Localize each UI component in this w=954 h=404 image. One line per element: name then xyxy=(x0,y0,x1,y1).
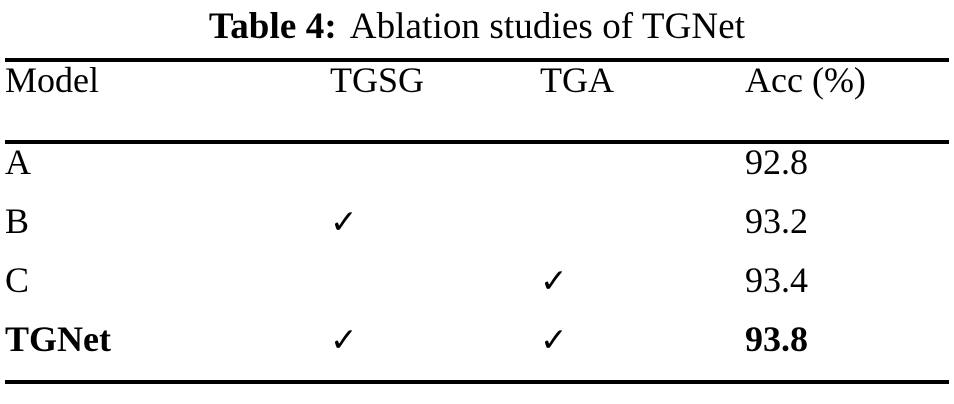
table-rule-bottom xyxy=(5,380,949,384)
table-header: Model TGSG TGA Acc (%) xyxy=(5,62,949,140)
table-rule-top xyxy=(5,58,949,62)
cell-tgsg: ✓ xyxy=(330,203,540,262)
cell-tgsg: ✓ xyxy=(330,321,540,380)
table-body: A ✓ ✓ 92.8 B ✓ ✓ 93.2 C ✓ ✓ 93.4 xyxy=(5,144,949,380)
table-row: B ✓ ✓ 93.2 xyxy=(5,203,949,262)
cell-tga: ✓ xyxy=(540,262,745,321)
table-row: A ✓ ✓ 92.8 xyxy=(5,144,949,203)
table-header-row: Model TGSG TGA Acc (%) xyxy=(5,62,949,140)
checkmark-icon: ✓ xyxy=(540,261,568,300)
cell-model: B xyxy=(5,201,30,241)
cell-acc: 92.8 xyxy=(745,142,808,182)
column-header-tgsg: TGSG xyxy=(330,60,425,100)
cell-acc: 93.2 xyxy=(745,201,808,241)
cell-model: A xyxy=(5,142,31,182)
table-row: C ✓ ✓ 93.4 xyxy=(5,262,949,321)
cell-acc: 93.4 xyxy=(745,260,808,300)
table-row-highlighted: TGNet ✓ ✓ 93.8 xyxy=(5,321,949,380)
column-header-tga: TGA xyxy=(540,60,614,100)
caption-label: Table 4: xyxy=(208,5,337,47)
cell-tga: ✓ xyxy=(540,321,745,380)
checkmark-icon: ✓ xyxy=(330,320,358,359)
cell-tgsg: ✓ xyxy=(330,144,540,203)
table-caption: Table 4: Ablation studies of TGNet xyxy=(0,0,954,52)
table-rule-mid xyxy=(5,140,949,144)
checkmark-icon: ✓ xyxy=(540,320,568,359)
cell-model: TGNet xyxy=(5,319,111,359)
ablation-table-grid: Model TGSG TGA Acc (%) xyxy=(5,62,949,140)
cell-tga: ✓ xyxy=(540,203,745,262)
ablation-table-body-grid: A ✓ ✓ 92.8 B ✓ ✓ 93.2 C ✓ ✓ 93.4 xyxy=(5,144,949,380)
cell-model: C xyxy=(5,260,30,300)
column-header-model: Model xyxy=(5,60,99,100)
column-header-acc: Acc (%) xyxy=(745,60,866,100)
cell-acc: 93.8 xyxy=(745,319,808,359)
caption-text: Ablation studies of TGNet xyxy=(349,5,746,47)
cell-tgsg: ✓ xyxy=(330,262,540,321)
checkmark-icon: ✓ xyxy=(330,202,358,241)
cell-tga: ✓ xyxy=(540,144,745,203)
ablation-table: Model TGSG TGA Acc (%) A ✓ ✓ 92 xyxy=(5,58,949,384)
